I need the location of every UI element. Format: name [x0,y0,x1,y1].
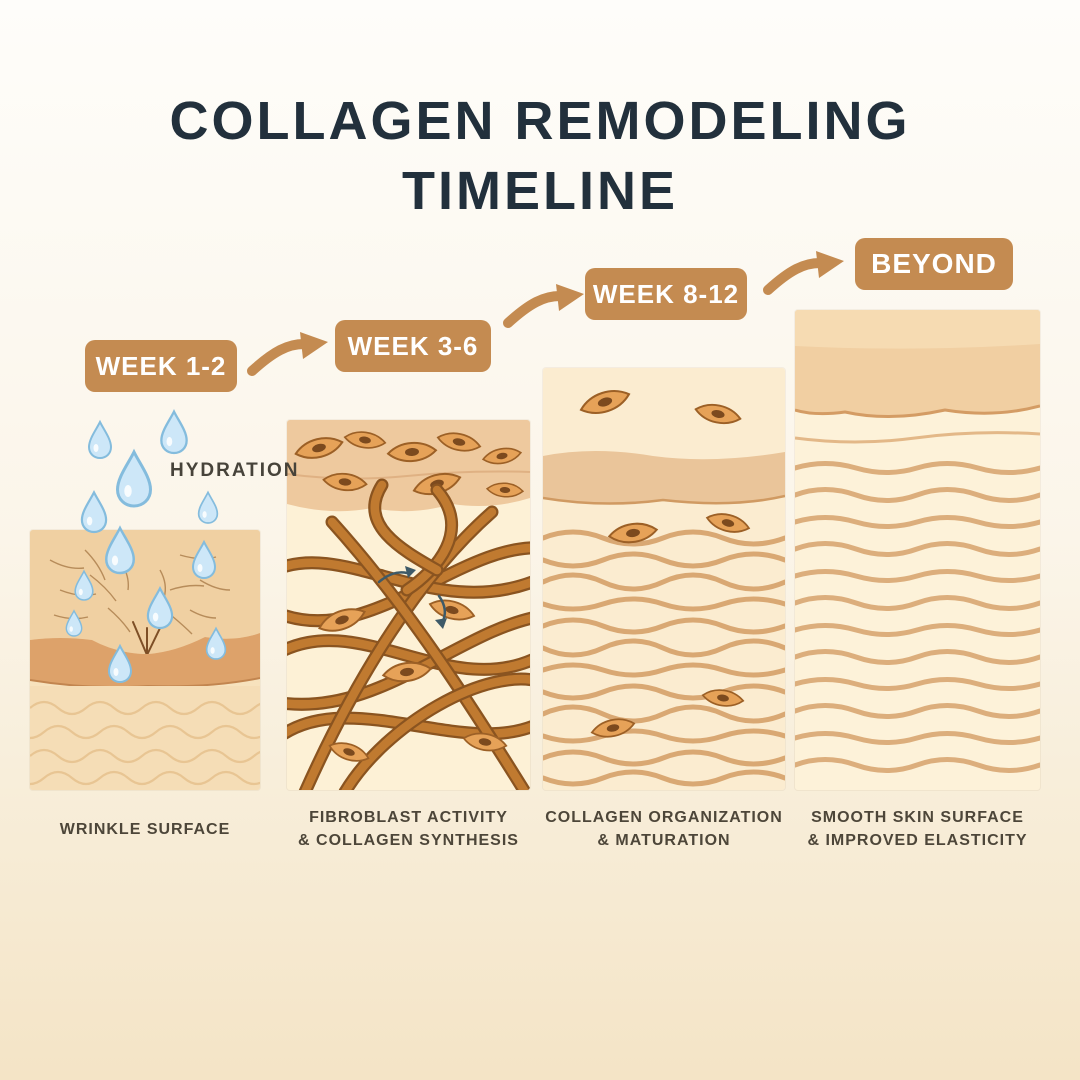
stage-badge-beyond: BEYOND [855,238,1013,290]
caption-line: & COLLAGEN SYNTHESIS [298,832,519,850]
caption-line: & MATURATION [597,832,731,850]
stage-caption-collagen-organization: COLLAGEN ORGANIZATION & MATURATION [537,806,791,852]
arrow-up-right-icon [763,251,844,295]
arrow-up-right-icon [247,332,328,376]
stage-caption-fibroblast-activity: FIBROBLAST ACTIVITY & COLLAGEN SYNTHESIS [281,806,536,852]
page-title: COLLAGEN REMODELING TIMELINE [0,86,1080,226]
caption-line: SMOOTH SKIN SURFACE [811,809,1024,826]
fibroblast-collagen-graphic [287,420,530,790]
fibroblast-activity-illustration [287,420,530,790]
collagen-maturation-graphic [543,368,785,790]
wrinkle-surface-illustration [30,530,260,790]
caption-line: COLLAGEN ORGANIZATION [545,809,783,826]
title-line-1: COLLAGEN REMODELING [169,91,911,151]
arrow-up-right-icon [503,284,584,328]
stage-badge-week-3-6: WEEK 3-6 [335,320,491,372]
stage-badge-week-8-12: WEEK 8-12 [585,268,747,320]
caption-line: & IMPROVED ELASTICITY [807,832,1028,850]
collagen-organization-illustration [543,368,785,790]
stage-badge-week-1-2: WEEK 1-2 [85,340,237,392]
caption-line: WRINKLE SURFACE [59,821,231,838]
water-droplets-icon [65,410,227,683]
stage-caption-wrinkle-surface: WRINKLE SURFACE [30,818,260,841]
hydration-label: HYDRATION [170,460,300,481]
caption-line: FIBROBLAST ACTIVITY [309,809,508,826]
wrinkle-skin-graphic [30,530,260,790]
smooth-skin-graphic [795,310,1040,790]
smooth-skin-illustration [795,310,1040,790]
title-line-2: TIMELINE [402,161,678,222]
stage-caption-smooth-skin: SMOOTH SKIN SURFACE & IMPROVED ELASTICIT… [789,806,1046,852]
